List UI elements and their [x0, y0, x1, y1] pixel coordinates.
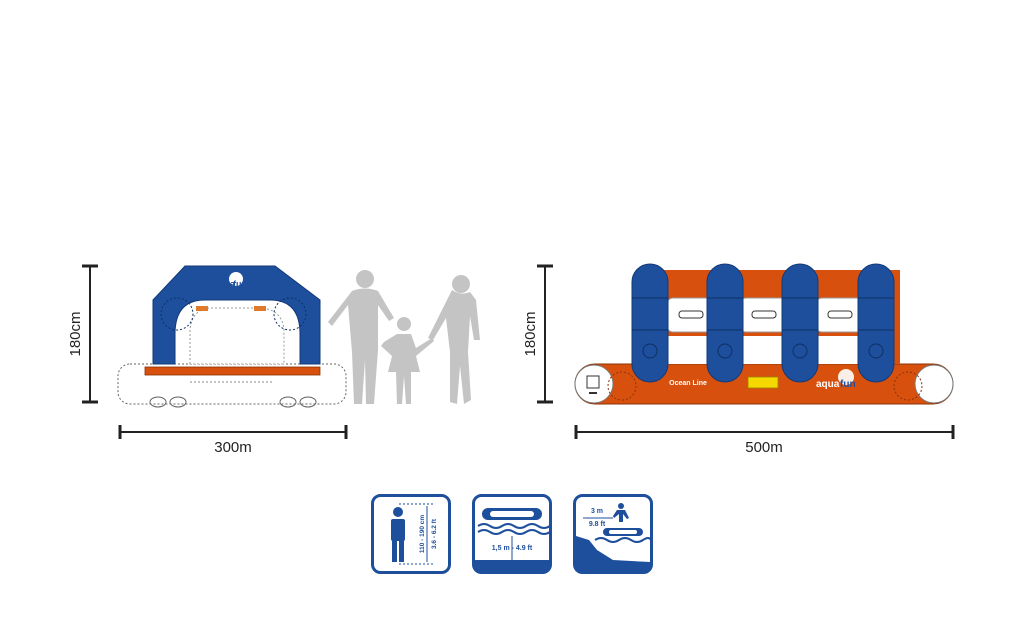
mat-on-water-icon	[594, 528, 652, 543]
jumper-icon	[613, 503, 629, 522]
safety-distance-ft: 9.8 ft	[589, 521, 606, 528]
safety-distance-card: 3 m 9.8 ft	[573, 494, 653, 574]
water-depth-label: 1,5 m - 4.9 ft	[492, 545, 533, 552]
right-height-dimension: 180cm	[522, 264, 553, 404]
left-aquafun-logo: aqua fun	[214, 272, 247, 289]
right-height-label: 180cm	[522, 311, 539, 356]
right-aquafun-logo: aqua fun	[816, 369, 856, 390]
left-width-label: 300m	[214, 439, 252, 456]
svg-text:fun: fun	[233, 279, 247, 289]
svg-text:fun: fun	[840, 379, 856, 390]
wave-icon	[477, 523, 551, 535]
left-height-label: 180cm	[67, 311, 84, 356]
family-silhouette	[328, 270, 480, 404]
left-width-dimension: 300m	[118, 425, 348, 456]
shore-slope-icon	[576, 536, 650, 571]
svg-text:aqua: aqua	[816, 379, 840, 390]
person-icon	[391, 507, 405, 562]
right-width-label: 500m	[745, 439, 783, 456]
right-width-dimension: 500m	[574, 425, 955, 456]
right-product-wall: Ocean Line aqua fun	[574, 263, 954, 405]
svg-text:aqua: aqua	[214, 279, 236, 289]
height-range-arrow-icon	[399, 503, 433, 565]
left-height-dimension: 180cm	[67, 264, 98, 404]
safety-distance-m: 3 m	[591, 508, 603, 515]
ocean-line-label: Ocean Line	[669, 380, 707, 387]
floating-mat-icon	[482, 508, 542, 520]
user-height-cm: 110 - 190 cm	[419, 515, 426, 554]
user-height-ft: 3.6 - 6.2 ft	[431, 518, 438, 549]
water-depth-card: 1,5 m - 4.9 ft	[472, 494, 552, 574]
left-product-arch: aqua fun	[117, 265, 347, 408]
user-height-card: 110 - 190 cm 3.6 - 6.2 ft	[371, 494, 451, 574]
